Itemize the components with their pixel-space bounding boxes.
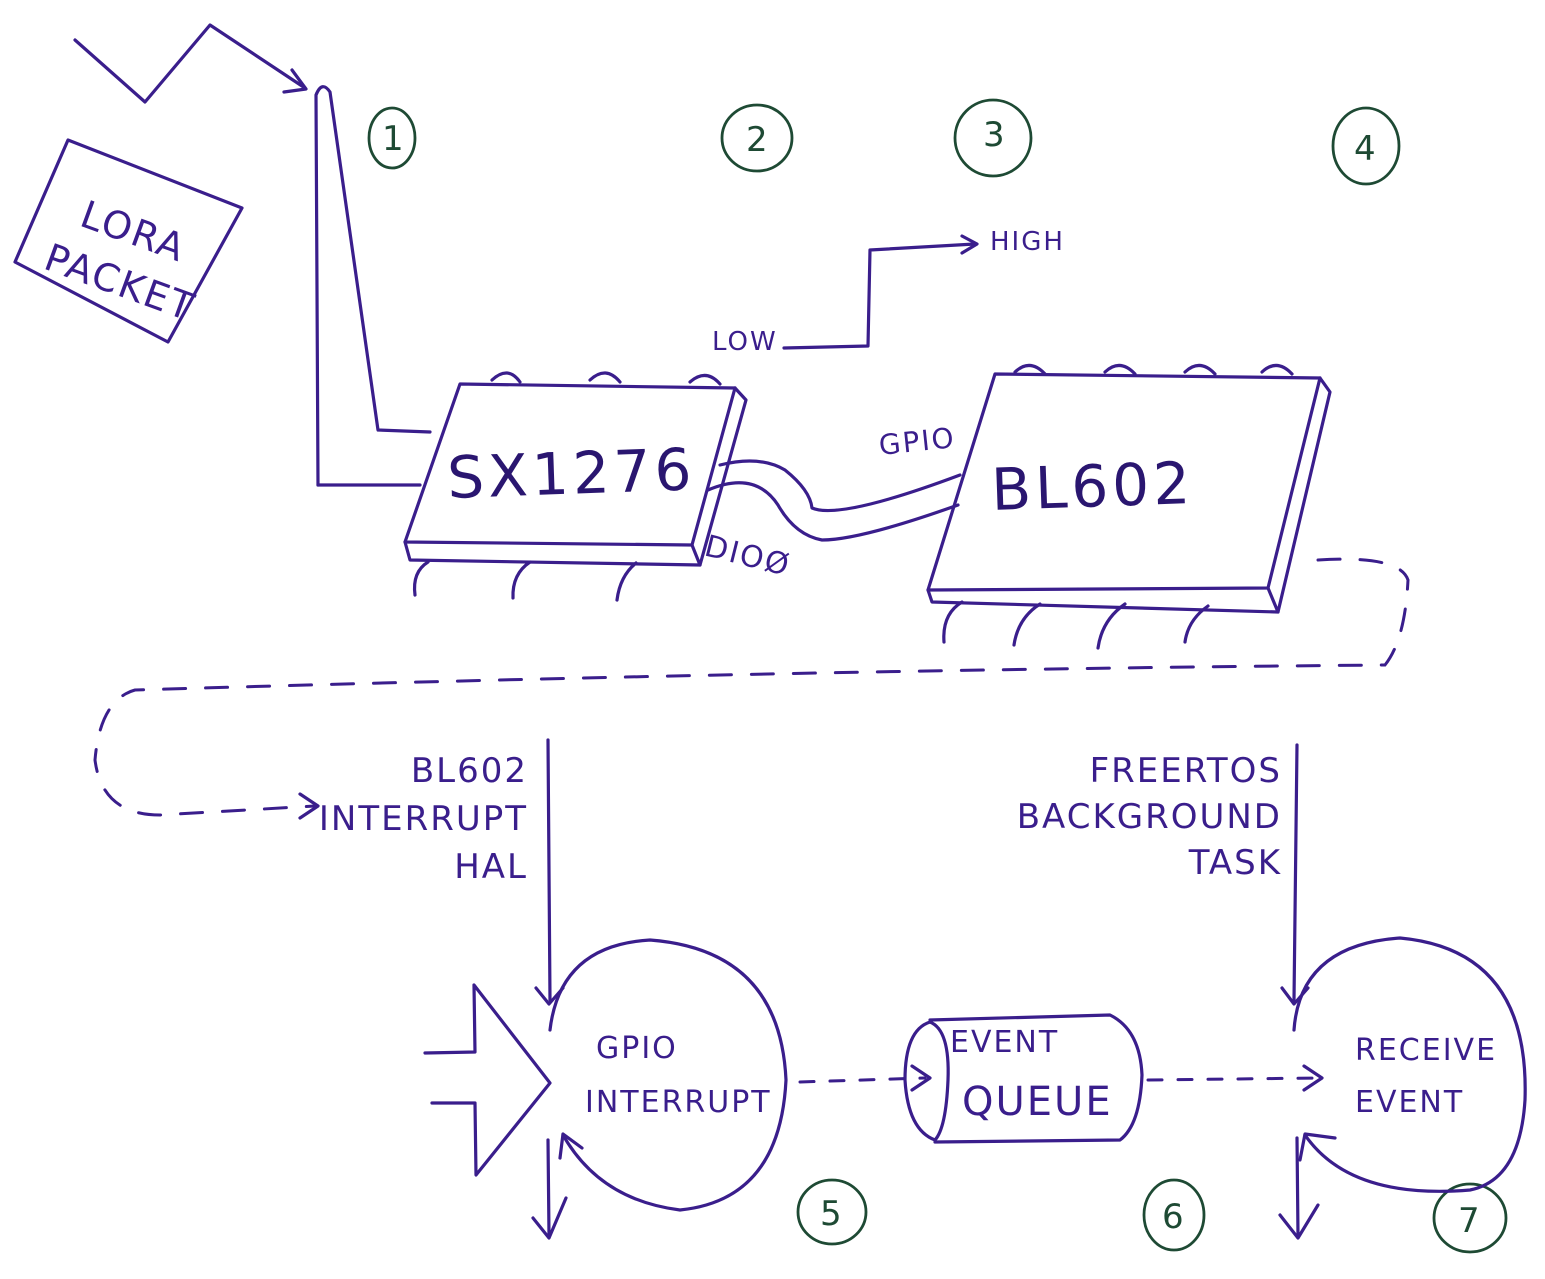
event-queue-line2: QUEUE [962, 1079, 1113, 1125]
step-1-marker: 1 [367, 106, 417, 170]
radio-wave-arrow [73, 23, 308, 104]
event-queue: EVENT QUEUE [903, 1013, 1144, 1144]
step-7-marker: 7 [1432, 1182, 1508, 1254]
freertos-line2: BACKGROUND [1017, 797, 1282, 837]
bl602-label: BL602 [990, 449, 1195, 524]
dashed-connector-to-hal [93, 557, 1410, 820]
sx1276-label: SX1276 [446, 435, 696, 512]
dashed-arrow-to-queue [798, 1064, 932, 1092]
receive-event-line2: EVENT [1355, 1085, 1464, 1120]
signal-low-label: LOW [712, 327, 778, 357]
receive-event-line1: RECEIVE [1355, 1033, 1497, 1068]
step-6-marker: 6 [1142, 1178, 1206, 1252]
step-2-marker: 2 [720, 103, 794, 173]
gpio-interrupt-line2: INTERRUPT [585, 1085, 772, 1120]
event-queue-line1: EVENT [950, 1025, 1059, 1060]
step-7-label: 7 [1458, 1201, 1480, 1241]
bl602-chip: BL602 [926, 363, 1332, 650]
freertos-line3: TASK [1188, 843, 1282, 883]
step-4-marker: 4 [1331, 106, 1401, 186]
step-5-label: 5 [820, 1194, 842, 1234]
lora-packet-note: LORA PACKET [13, 138, 244, 344]
step-1-label: 1 [382, 119, 404, 159]
gpio-interrupt-loop: GPIO INTERRUPT [531, 938, 788, 1240]
dashed-arrow-to-receive [1146, 1064, 1324, 1092]
step-3-marker: 3 [953, 98, 1033, 178]
hal-line3: HAL [454, 847, 528, 887]
signal-high-label: HIGH [990, 227, 1065, 257]
step-5-marker: 5 [796, 1178, 868, 1246]
interrupt-trigger-arrow [423, 983, 552, 1177]
freertos-background-task: FREERTOS BACKGROUND TASK [1017, 743, 1310, 1006]
gpio-pin-label: GPIO [877, 421, 957, 462]
sx1276-chip: SX1276 [403, 371, 748, 602]
receive-event-loop: RECEIVE EVENT [1278, 936, 1527, 1240]
freertos-line1: FREERTOS [1090, 751, 1282, 791]
dio0-pin-label: DIOØ [701, 529, 794, 584]
antenna [314, 85, 432, 487]
bl602-interrupt-hal: BL602 INTERRUPT HAL [319, 738, 565, 1006]
step-3-label: 3 [983, 115, 1005, 155]
gpio-interrupt-line1: GPIO [596, 1031, 678, 1066]
hal-line2: INTERRUPT [319, 799, 528, 839]
step-6-label: 6 [1162, 1197, 1184, 1237]
signal-low-high: LOW HIGH [712, 227, 1065, 357]
dio0-gpio-wire: GPIO DIOØ [701, 421, 962, 584]
hal-line1: BL602 [411, 751, 528, 791]
step-2-label: 2 [746, 120, 768, 160]
step-4-label: 4 [1354, 129, 1376, 169]
